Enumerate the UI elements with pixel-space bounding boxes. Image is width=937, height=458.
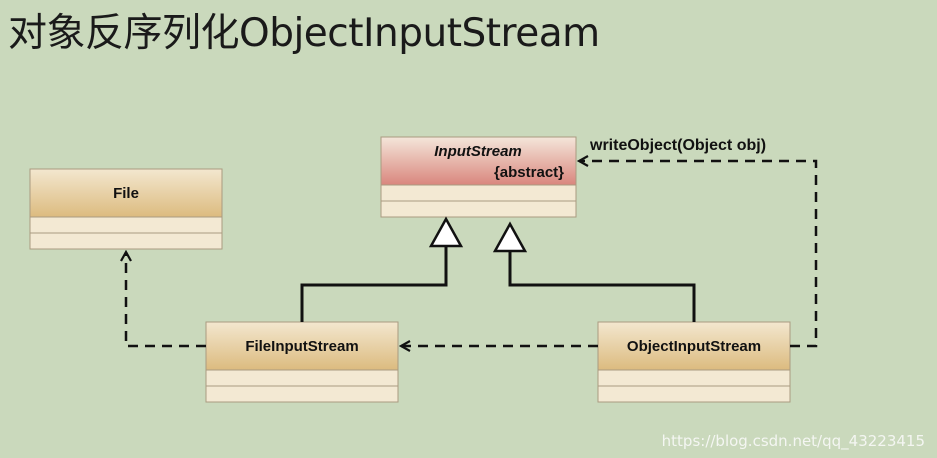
class-name-file: File xyxy=(113,185,139,202)
class-box-file: File xyxy=(29,168,223,250)
class-box-inputstream: InputStream {abstract} xyxy=(380,136,577,218)
inheritance-arrow-objectinputstream xyxy=(492,221,696,322)
class-stereotype-abstract: {abstract} xyxy=(494,164,564,181)
inheritance-triangle-head xyxy=(428,216,464,248)
class-name-inputstream: InputStream xyxy=(434,143,522,160)
write-object-label: writeObject(Object obj) xyxy=(589,137,766,154)
class-box-fileinputstream: FileInputStream xyxy=(205,321,399,403)
slide-title: 对象反序列化ObjectInputStream xyxy=(8,11,600,56)
class-name-fileinputstream: FileInputStream xyxy=(245,338,358,355)
class-name-objectinputstream: ObjectInputStream xyxy=(627,338,761,355)
class-header-objectinputstream xyxy=(597,321,791,371)
class-header-file xyxy=(29,168,223,218)
class-header-inputstream xyxy=(380,136,577,186)
dependency-arrow-fileinputstream-to-file xyxy=(126,252,206,348)
inheritance-line xyxy=(300,246,448,322)
dependency-arrow-writeobject xyxy=(579,161,818,348)
inheritance-line xyxy=(508,251,696,322)
watermark: https://blog.csdn.net/qq_43223415 xyxy=(661,432,925,450)
inheritance-arrow-fileinputstream xyxy=(300,216,464,322)
inheritance-triangle-head xyxy=(492,221,528,253)
class-box-objectinputstream: ObjectInputStream xyxy=(597,321,791,403)
